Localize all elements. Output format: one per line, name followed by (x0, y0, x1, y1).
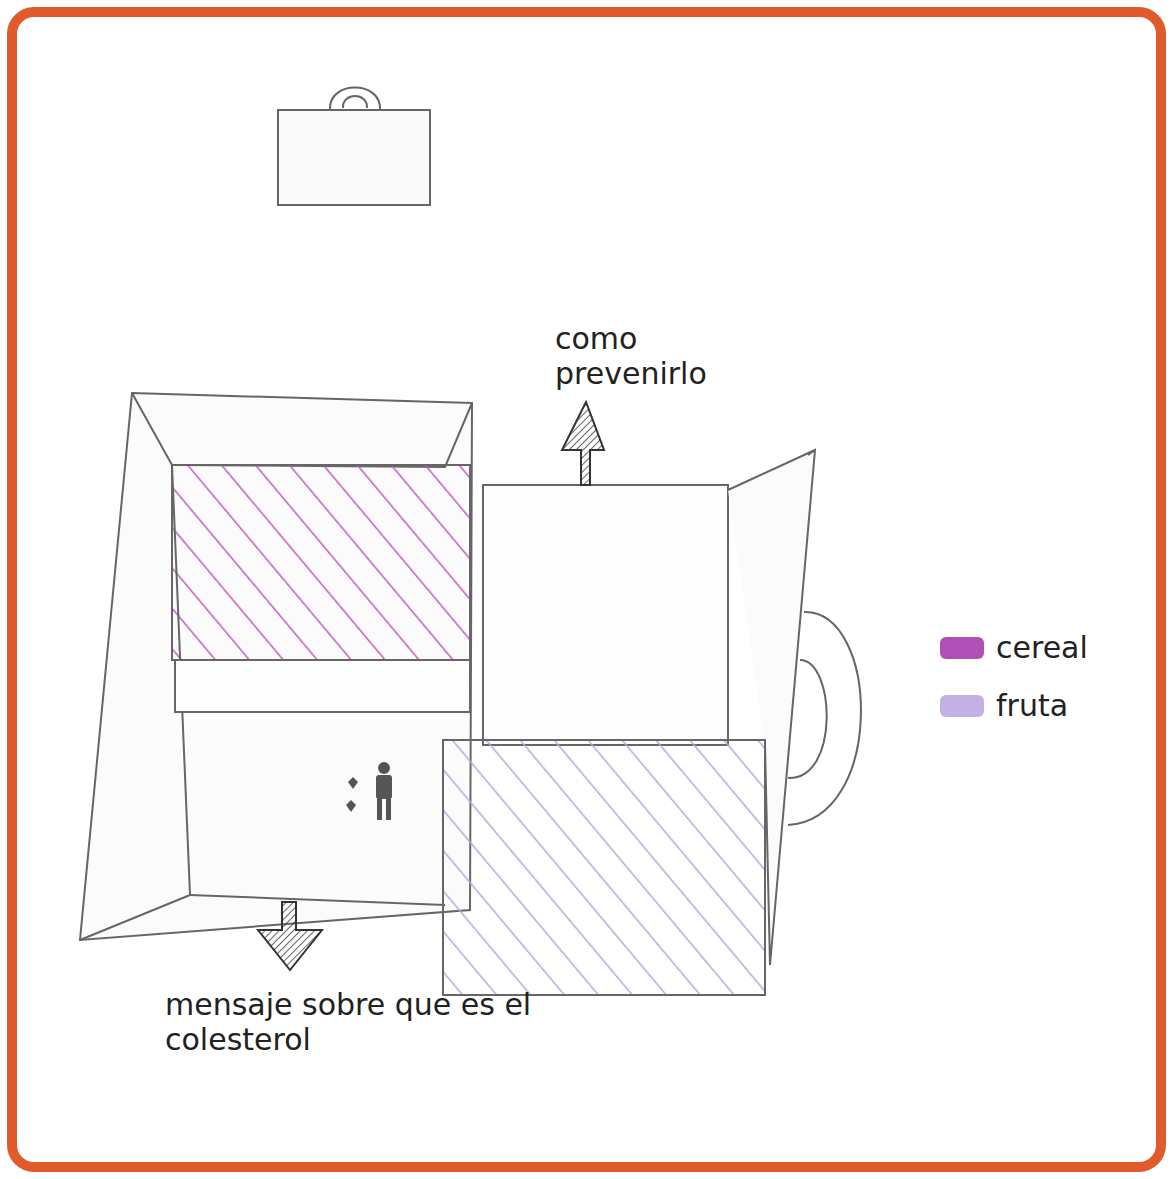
legend-text: fruta (996, 688, 1068, 723)
legend-swatch (940, 637, 984, 659)
legend-row: fruta (940, 688, 1068, 723)
legend-swatch (940, 695, 984, 717)
annotation-label: como prevenirlo (555, 322, 765, 391)
annotation-label: mensaje sobre que es el colesterol (165, 988, 565, 1057)
legend-row: cereal (940, 630, 1088, 665)
legend-text: cereal (996, 630, 1088, 665)
